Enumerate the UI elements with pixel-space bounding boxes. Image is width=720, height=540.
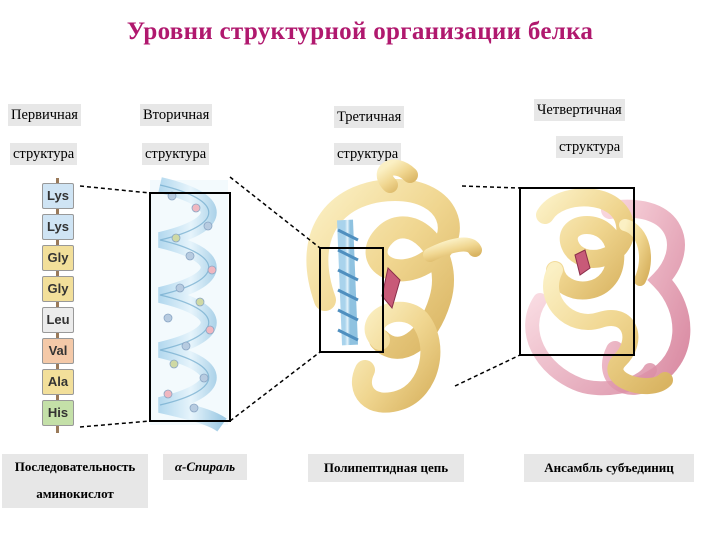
caption-sequence-line2: аминокислот xyxy=(2,480,148,508)
amino-acid-gly: Gly xyxy=(42,276,74,302)
caption-polypeptide-chain: Полипептидная цепь xyxy=(308,454,464,482)
label-tertiary-line2: структура xyxy=(334,143,402,165)
amino-acid-his: His xyxy=(42,400,74,426)
label-secondary-line1: Вторичная xyxy=(140,104,213,126)
amino-acid-val: Val xyxy=(42,338,74,364)
quaternary-ensemble-drawing xyxy=(519,187,691,396)
amino-acid-leu: Leu xyxy=(42,307,74,333)
label-primary-line1: Первичная xyxy=(8,104,81,126)
tertiary-fold-drawing xyxy=(306,159,482,413)
page-title: Уровни структурной организации белка xyxy=(126,18,594,45)
label-quaternary-line1: Четвертичная xyxy=(534,99,625,121)
amino-acid-ala: Ala xyxy=(42,369,74,395)
amino-acid-lys: Lys xyxy=(42,214,74,240)
label-quaternary-line2: структура xyxy=(556,136,624,158)
alpha-helix-drawing xyxy=(149,177,231,432)
label-secondary-line2: структура xyxy=(142,143,210,165)
amino-acid-gly: Gly xyxy=(42,245,74,271)
label-tertiary-line1: Третичная xyxy=(334,106,405,128)
caption-subunit-ensemble: Ансамбль субъединиц xyxy=(524,454,694,482)
zoom-connector-lines xyxy=(79,176,521,428)
chain-backbone xyxy=(56,178,59,433)
amino-acid-lys: Lys xyxy=(42,183,74,209)
label-primary-line2: структура xyxy=(10,143,78,165)
caption-sequence-line1: Последовательность xyxy=(2,454,148,480)
caption-alpha-helix: α-Спираль xyxy=(163,454,247,480)
